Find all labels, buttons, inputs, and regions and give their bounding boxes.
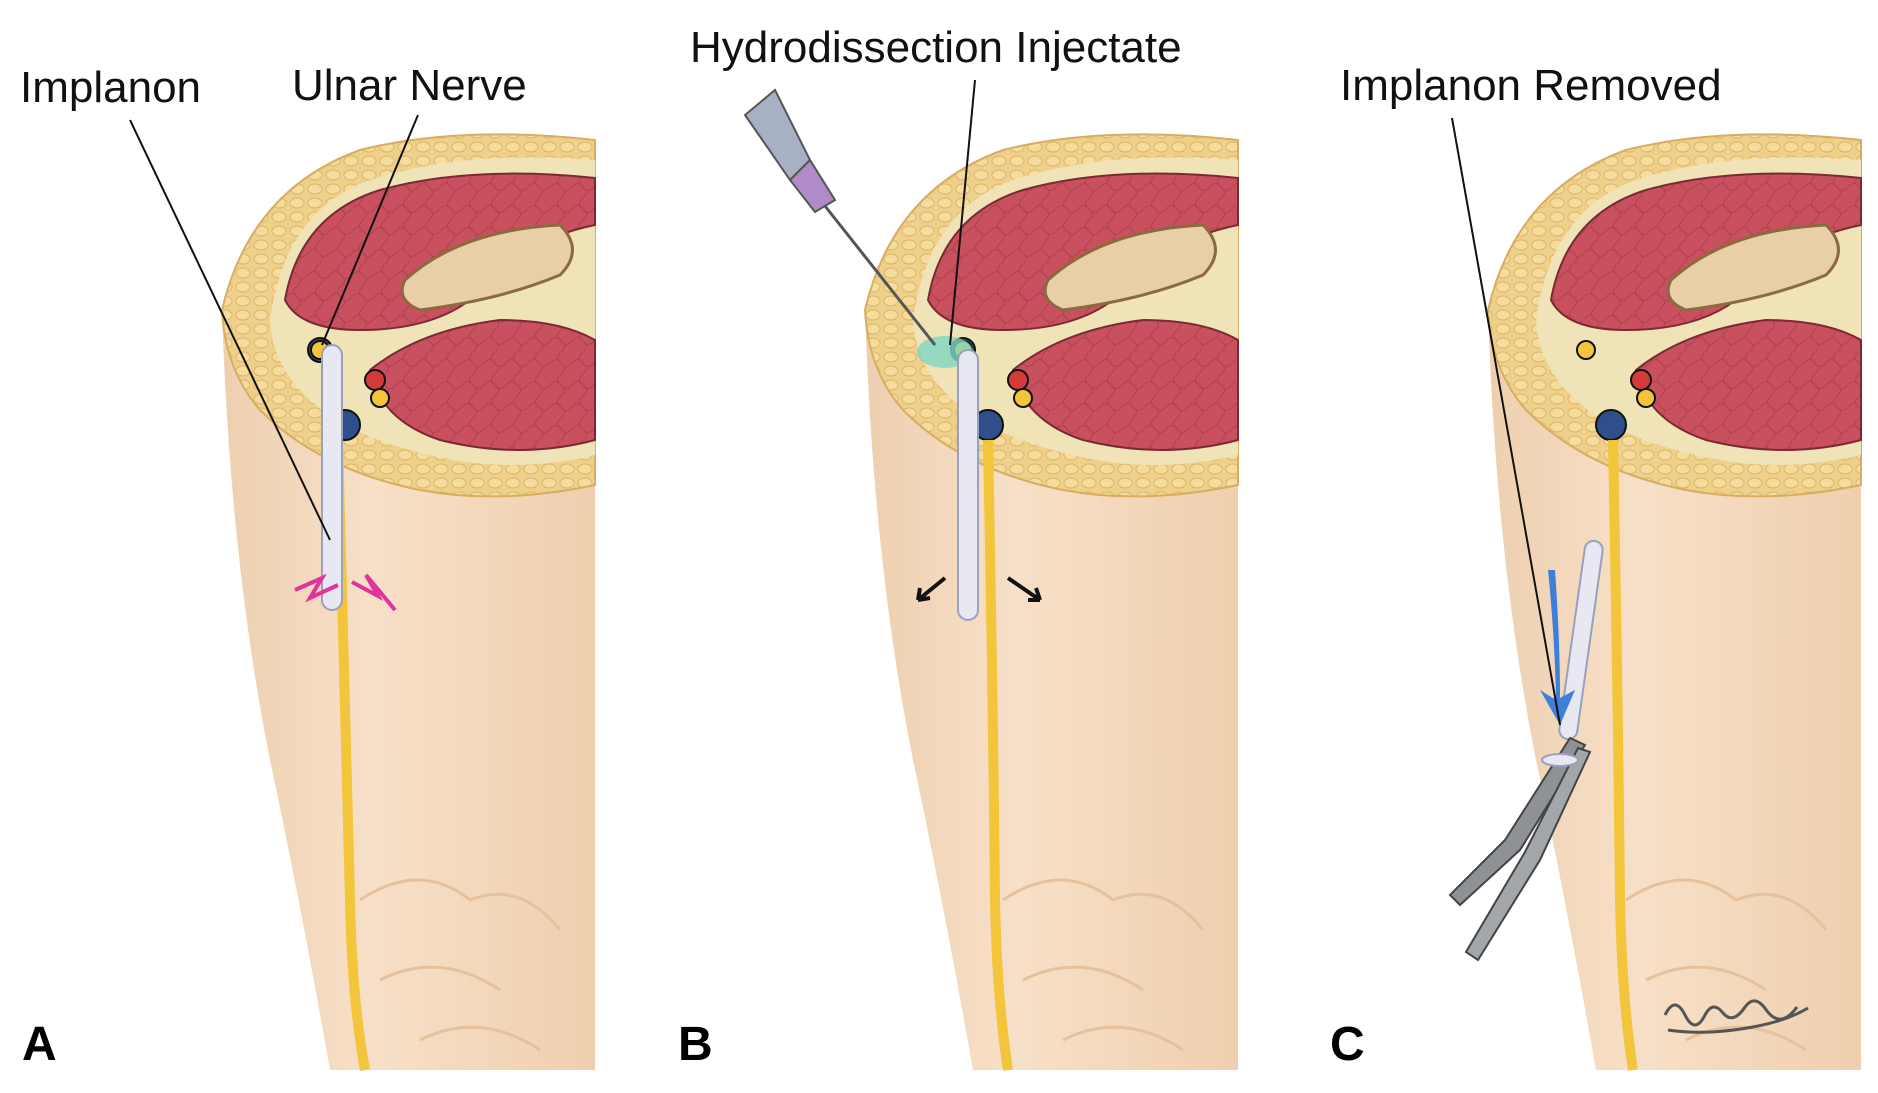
forearm-illustration-c [1448, 133, 1862, 1071]
syringe-icon [743, 88, 937, 346]
nerve-spark-icon [294, 573, 339, 603]
label-ulnar-nerve: Ulnar Nerve [292, 61, 527, 110]
panel-letter-c: C [1330, 1018, 1365, 1071]
direction-arrow-icon [916, 576, 947, 602]
panel-letter-b: B [678, 1018, 713, 1071]
forearm-illustration-a [220, 133, 596, 1071]
label-implanon: Implanon [20, 63, 201, 112]
implant-rod-b [957, 349, 979, 621]
forearm-illustration-b [743, 88, 1239, 1071]
label-implanon-removed: Implanon Removed [1340, 61, 1722, 110]
panel-b: Hydrodissection Injectate B [678, 23, 1239, 1071]
implant-rod-a [321, 344, 343, 611]
leader-line-implanon [129, 119, 331, 541]
direction-arrow-icon [1006, 576, 1042, 602]
panel-letter-a: A [22, 1018, 57, 1071]
leader-line-implanon-removed [1451, 117, 1561, 726]
leader-line-injectate [949, 79, 976, 346]
nerve-spark-icon [351, 573, 397, 612]
implant-rod-c [1558, 539, 1604, 741]
leader-line-ulnar-nerve [321, 114, 419, 346]
direction-arrow-icon [1540, 570, 1575, 725]
panel-c: Implanon Removed C [1330, 61, 1862, 1071]
forceps-icon [1448, 736, 1592, 962]
label-hydrodissection-injectate: Hydrodissection Injectate [690, 23, 1182, 72]
panel-a: Implanon Ulnar Nerve A [20, 61, 596, 1071]
artist-signature [1663, 999, 1809, 1034]
